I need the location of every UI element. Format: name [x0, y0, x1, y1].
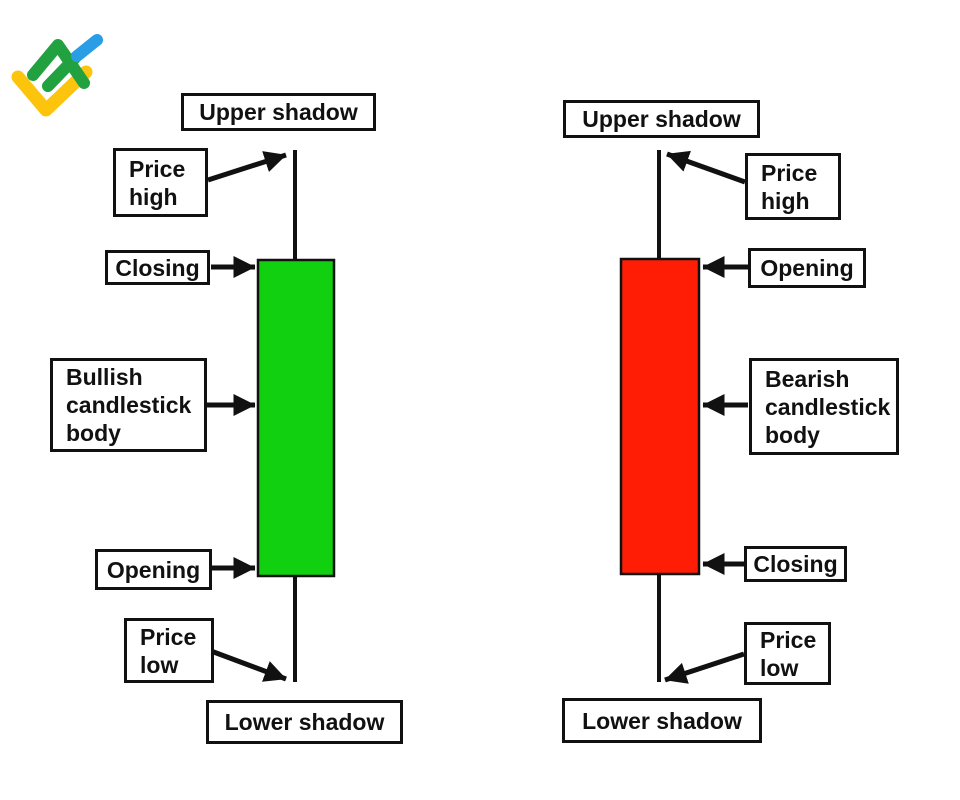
bearish-opening-label: Opening [748, 248, 866, 288]
logo-yellow-chevron [11, 65, 93, 117]
bullish-closing-label: Closing [105, 250, 210, 285]
bearish-price-high-arrow [666, 150, 746, 185]
bearish-closing-label: Closing [744, 546, 847, 582]
bullish-price-high-label: Price high [113, 148, 208, 217]
bearish-price-low-arrow [664, 651, 745, 684]
bearish-body-label: Bearish candlestick body [749, 358, 899, 455]
bearish-upper-shadow-label: Upper shadow [563, 100, 760, 138]
bullish-price-low-label: Price low [124, 618, 214, 683]
bearish-price-low-label: Price low [744, 622, 831, 685]
bearish-price-high-label: Price high [745, 153, 841, 220]
bullish-lower-shadow-label: Lower shadow [206, 700, 403, 744]
bearish-candle-body [619, 257, 701, 576]
bullish-candle-body [256, 258, 336, 578]
bearish-lower-shadow-label: Lower shadow [562, 698, 762, 743]
logo-blue-tip [71, 34, 103, 62]
bullish-price-low-arrow [210, 648, 287, 682]
liteforex-logo [11, 34, 103, 117]
logo-green-peak [27, 39, 90, 89]
bullish-upper-shadow-label: Upper shadow [181, 93, 376, 131]
bullish-opening-label: Opening [95, 549, 212, 590]
bullish-price-high-arrow [207, 151, 287, 183]
bullish-body-label: Bullish candlestick body [50, 358, 207, 452]
